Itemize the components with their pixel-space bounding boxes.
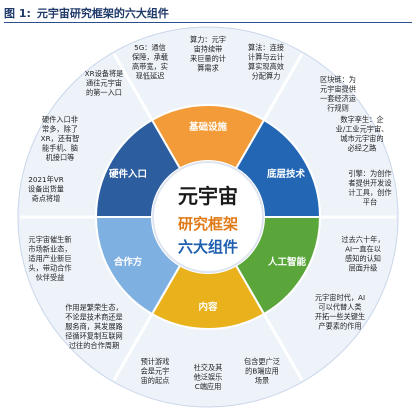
note-line: 保障，承载 — [132, 53, 168, 62]
segment-labels: 基础设施 底层技术 人工智能 内容 合作方 硬件入口 — [109, 121, 307, 313]
note-line: 元宇宙提供 — [320, 85, 356, 94]
figure-number: 图 1: — [4, 7, 31, 20]
note-line: 宙的起点 — [141, 376, 170, 385]
note-line: 包含更广泛 — [244, 357, 280, 366]
note-line: 会是元宇 — [141, 367, 170, 376]
note-line: 5G：通信 — [134, 43, 166, 52]
note-infra-algo: 算法：连接计算与云计算实现高效分配算力 — [248, 43, 284, 81]
note-line: 元宇宙催生新 — [28, 235, 71, 244]
note-line: 头，带动合作 — [28, 264, 71, 273]
note-line: 径循环复制互联网 — [65, 332, 123, 341]
note-line: 设备出货量 — [28, 185, 64, 194]
note-line: 不论是技术商还是 — [65, 313, 123, 322]
note-line: 层面升级 — [349, 264, 378, 273]
note-line: 适用产业新巨 — [28, 254, 71, 263]
center-title: 元宇宙 — [178, 184, 238, 208]
note-line: 数字孪生：企 — [340, 115, 383, 124]
note-content-game: 预计游戏会是元宇宙的起点 — [141, 357, 170, 385]
figure-title-text: 元宇宙研究框架的六大组件 — [36, 7, 169, 20]
note-line: 算实现高效 — [248, 62, 284, 71]
note-line: 伙伴受益 — [36, 273, 65, 282]
note-line: XR，还有智 — [41, 134, 80, 143]
title-divider — [4, 22, 412, 23]
note-content-b: 包含更广泛的B端应用场景 — [244, 357, 280, 385]
note-coop-1: 元宇宙催生新市场新业态，适用产业新巨头，带动合作伙伴受益 — [28, 235, 71, 282]
note-tech-twin: 数字孪生：企业/工业元宇宙、城市元宇宙的必经之路 — [336, 115, 389, 153]
note-line: 计工具，创作 — [348, 188, 391, 197]
figure-title: 图 1: 元宇宙研究框架的六大组件 — [4, 4, 169, 22]
note-line: 可以代替人类 — [318, 303, 361, 312]
segment-ring — [94, 104, 322, 330]
note-line: AI一直在以 — [345, 245, 381, 254]
note-line: 算需求 — [197, 64, 219, 73]
note-line: 平台 — [363, 198, 377, 207]
note-line: 算法：连接 — [248, 43, 284, 52]
note-line: 他泛娱乐 — [194, 373, 223, 382]
note-line: 的B端应用 — [245, 367, 279, 376]
note-line: 场景 — [255, 376, 269, 385]
note-line: 行规则 — [327, 104, 349, 113]
note-tech-engine: 引擎：为创作者提供开发设计工具，创作平台 — [348, 169, 391, 207]
note-line: 感知的认知 — [345, 254, 381, 263]
note-line: 业/工业元宇宙、 — [336, 125, 389, 134]
note-line: XR设备将是 — [85, 69, 124, 78]
note-coop-2: 作用是繁荣生态，不论是技术商还是服务商，其发展路径循环复制互联网过往的合作周期 — [65, 303, 123, 350]
note-line: 来巨量的计 — [190, 54, 226, 63]
note-line: 奇点将增 — [32, 194, 61, 203]
note-line: 元宇宙时代，AI — [315, 293, 365, 302]
note-line: 城市元宇宙的 — [340, 134, 383, 143]
outer-notes: 5G：通信保障，承载高带宽，实现低延迟 算力：元宇宙持续带来巨量的计算需求 算法… — [28, 35, 392, 391]
note-line: 计算与云计 — [248, 53, 284, 62]
note-line: 高带宽，实 — [132, 62, 168, 71]
note-line: 市场新业态， — [28, 245, 71, 254]
note-line: 开拓一些关键生 — [315, 312, 365, 321]
note-line: 分配算力 — [252, 72, 281, 81]
note-line: 区块链：为 — [320, 75, 356, 84]
segment-label-hardware: 硬件入口 — [109, 168, 147, 180]
note-line: 服务商，其发展路 — [65, 322, 123, 331]
note-line: 硬件入口非 — [42, 115, 78, 124]
note-hw-1: XR设备将是通往元宇宙的第一入口 — [85, 69, 124, 97]
center-circle — [152, 161, 264, 273]
note-line: 者提供开发设 — [348, 179, 391, 188]
note-line: 必经之路 — [348, 144, 377, 153]
note-line: 预计游戏 — [141, 357, 170, 366]
note-line: 宙持续带 — [194, 45, 223, 54]
note-tech-blockchain: 区块链：为元宇宙提供一套经济运行规则 — [320, 75, 356, 113]
note-line: 产要素的作用 — [318, 322, 361, 331]
note-line: C端应用 — [195, 382, 222, 391]
note-line: 过往的合作周期 — [69, 341, 119, 350]
center-subtitle-2: 六大组件 — [178, 238, 238, 256]
segment-label-cooperation: 合作方 — [114, 256, 143, 268]
note-line: 能手机、脑 — [42, 144, 78, 153]
note-line: 引擎：为创作 — [348, 169, 391, 178]
note-line: 作用是繁荣生态， — [65, 303, 123, 312]
note-line: 算力：元宇 — [190, 35, 226, 44]
note-infra-compute: 算力：元宇宙持续带来巨量的计算需求 — [190, 35, 226, 73]
center-subtitle-1: 研究框架 — [178, 215, 238, 233]
note-line: 社交及其 — [194, 363, 223, 372]
note-line: 2021年VR — [28, 175, 63, 184]
segment-label-infrastructure: 基础设施 — [188, 121, 228, 133]
note-ai-1: 过去六十年，AI一直在以感知的认知层面升级 — [341, 235, 384, 273]
segment-label-underlying-tech: 底层技术 — [266, 168, 306, 180]
note-line: 机接口等 — [46, 153, 75, 162]
note-line: 常多，除了 — [42, 125, 78, 134]
note-line: 一套经济运 — [320, 94, 356, 103]
note-line: 过去六十年， — [341, 235, 384, 244]
note-line: 通往元宇宙 — [86, 79, 122, 88]
note-infra-5g: 5G：通信保障，承载高带宽，实现低延迟 — [132, 43, 168, 81]
segment-label-content: 内容 — [198, 301, 218, 313]
note-line: 的第一入口 — [86, 88, 122, 97]
note-line: 现低延迟 — [136, 72, 165, 81]
segment-label-ai: 人工智能 — [268, 256, 307, 268]
